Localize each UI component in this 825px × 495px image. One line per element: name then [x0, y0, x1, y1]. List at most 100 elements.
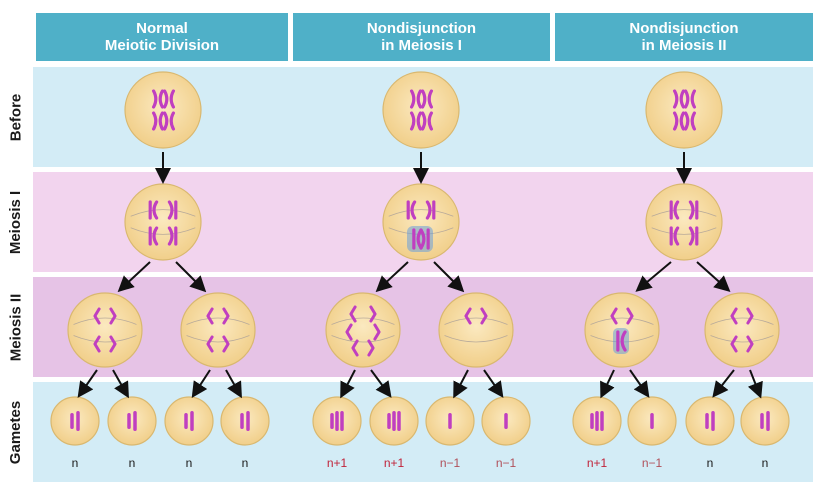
gamete-cell — [312, 396, 362, 446]
cell-membrane — [50, 396, 100, 446]
arrow-icon — [191, 369, 211, 399]
spindle-fiber — [444, 317, 508, 325]
chromatid — [222, 335, 230, 353]
arrow-icon — [635, 261, 672, 292]
gamete-cell — [425, 396, 475, 446]
column-header-line2: Meiotic Division — [104, 37, 220, 54]
cell-membrane — [645, 183, 723, 261]
arrow-icon — [696, 261, 731, 293]
chromosome — [419, 228, 426, 250]
arrow-icon — [375, 261, 409, 293]
cell-before — [645, 71, 723, 149]
chromosome — [766, 411, 770, 431]
chromosome — [504, 413, 508, 429]
arrow-icon — [712, 369, 735, 398]
chromosome — [240, 413, 244, 429]
column-header-normal: Normal Meiotic Division — [36, 13, 288, 61]
chromosome — [127, 413, 131, 429]
cell-membrane — [124, 183, 202, 261]
chromatid — [373, 323, 381, 341]
gamete-label: n+1 — [327, 456, 348, 470]
gamete-label: n — [242, 456, 249, 470]
spindle-fiber — [186, 335, 250, 343]
chromosome — [392, 411, 396, 431]
chromosome — [397, 411, 401, 431]
chromosome — [152, 200, 159, 220]
gamete-label: n−1 — [440, 456, 461, 470]
cell-before — [382, 71, 460, 149]
chromosome — [340, 411, 344, 431]
gamete-label: n−1 — [642, 456, 663, 470]
row-band-meiosis2 — [33, 277, 813, 377]
cell-meiosis1 — [645, 183, 723, 261]
arrow-icon — [433, 261, 465, 293]
arrow-icon — [117, 261, 151, 293]
row-band-gametes — [33, 382, 813, 482]
spindle-fiber — [651, 209, 717, 217]
spindle-fiber — [651, 227, 717, 235]
chromatid — [367, 339, 375, 357]
chromosome — [595, 411, 599, 431]
spindle-fiber — [710, 317, 774, 325]
spindle-fiber — [331, 317, 395, 325]
cell-membrane — [124, 71, 202, 149]
chromatid — [464, 307, 472, 325]
cell-before — [124, 71, 202, 149]
arrow-icon — [225, 369, 242, 399]
chromatid — [626, 307, 634, 325]
chromosome — [620, 330, 627, 352]
chromosome — [650, 413, 654, 429]
gamete-label: n−1 — [496, 456, 517, 470]
column-header-line1: Nondisjunction — [366, 20, 477, 37]
arrow-icon — [629, 369, 650, 398]
spindle-fiber — [73, 317, 137, 325]
chromosome — [673, 89, 685, 109]
chromatid — [206, 307, 214, 325]
chromosome — [184, 413, 188, 429]
chromosome — [448, 413, 452, 429]
cell-membrane — [740, 396, 790, 446]
chromatid — [369, 305, 377, 323]
chromatid — [345, 323, 353, 341]
chromosome — [152, 111, 164, 131]
chromatid — [480, 307, 488, 325]
column-header-meiosis2: Nondisjunction in Meiosis II — [555, 13, 813, 61]
spindle-fiber — [444, 335, 508, 343]
chromatid — [222, 307, 230, 325]
cell-meiosis1 — [382, 183, 460, 261]
chromosome — [673, 111, 685, 131]
gamete-label: n — [72, 456, 79, 470]
chromosome — [600, 411, 604, 431]
cell-meiosis1 — [124, 183, 202, 261]
arrow-icon — [175, 261, 207, 293]
chromosome — [705, 413, 709, 429]
chromosome — [673, 200, 680, 220]
chromosome — [421, 89, 433, 109]
cell-membrane — [438, 292, 514, 368]
chromatid — [349, 305, 357, 323]
chromosome — [190, 411, 194, 431]
arrow-icon — [370, 369, 392, 398]
chromosome — [76, 411, 80, 431]
arrow-icon — [453, 369, 469, 399]
cell-meiosis2 — [325, 292, 401, 368]
gamete-label: n — [129, 456, 136, 470]
spindle-fiber — [130, 209, 196, 217]
chromosome — [163, 111, 175, 131]
cell-membrane — [325, 292, 401, 368]
chromosome — [133, 411, 137, 431]
chromatid — [93, 307, 101, 325]
cell-meiosis2 — [67, 292, 143, 368]
chromosome — [673, 226, 680, 246]
column-header-line2: in Meiosis I — [381, 37, 462, 54]
spindle-fiber — [590, 317, 654, 325]
chromosome — [152, 89, 164, 109]
cell-membrane — [382, 183, 460, 261]
chromosome — [590, 413, 594, 429]
cell-meiosis2 — [438, 292, 514, 368]
gamete-cell — [740, 396, 790, 446]
cell-membrane — [220, 396, 270, 446]
spindle-fiber — [388, 209, 454, 217]
gamete-cell — [685, 396, 735, 446]
chromatid — [610, 307, 618, 325]
